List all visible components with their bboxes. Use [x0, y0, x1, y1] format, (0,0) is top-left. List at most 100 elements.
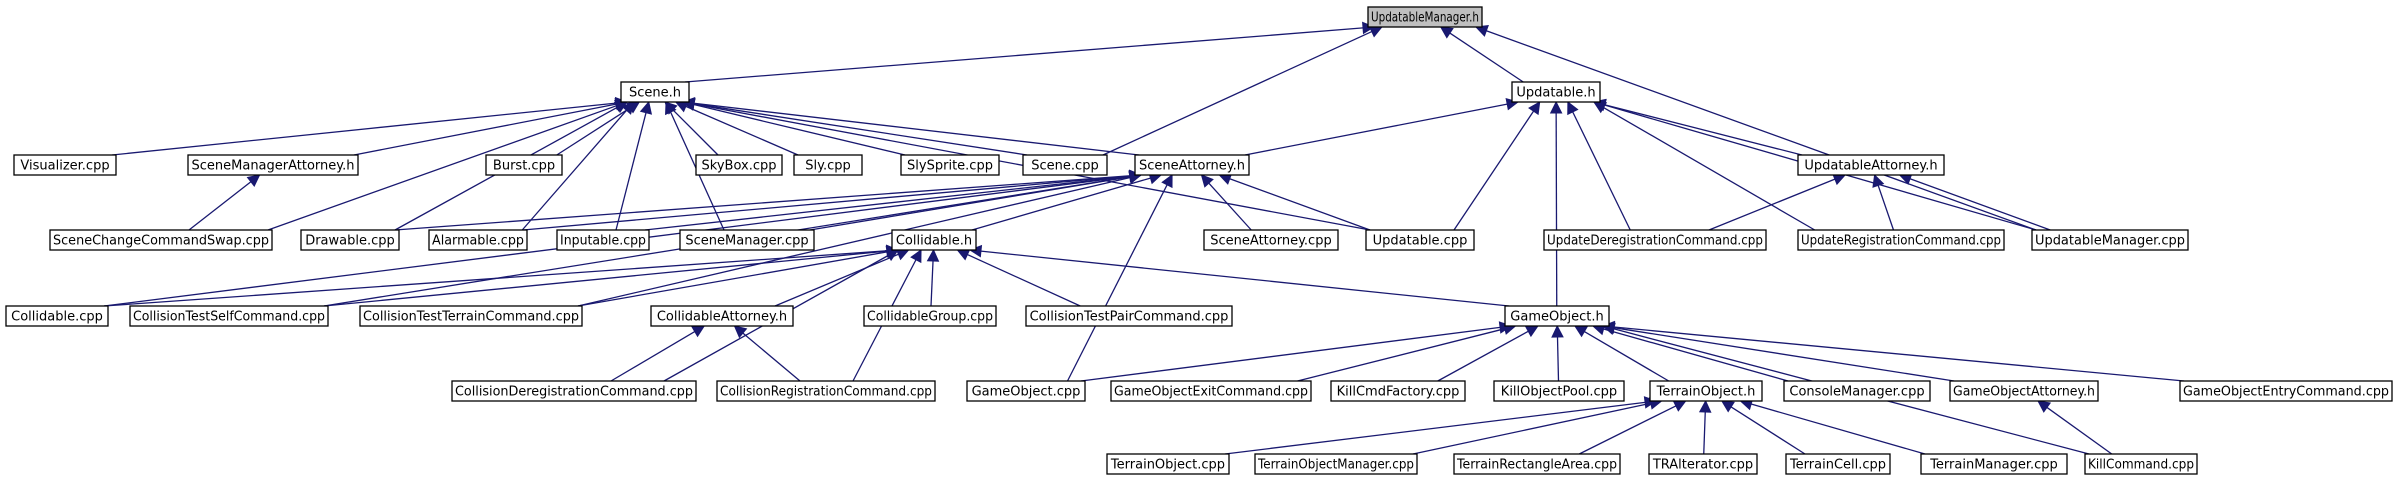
node-box	[1511, 81, 1601, 103]
node-ua-h[interactable]: UpdatableAttorney.h	[1797, 154, 1945, 176]
node-box	[793, 154, 863, 176]
node-drawable[interactable]: Drawable.cpp	[300, 229, 400, 251]
edge-kop-to-go_h	[1556, 336, 1560, 382]
node-tra[interactable]: TerrainRectangleArea.cpp	[1453, 453, 1621, 475]
node-label: Collidable.cpp	[11, 310, 103, 325]
node-box	[2179, 380, 2393, 402]
node-killcmd[interactable]: KillCommand.cpp	[2084, 453, 2198, 475]
node-ctpc[interactable]: CollisionTestPairCommand.cpp	[1025, 305, 1233, 327]
node-box	[1504, 305, 1610, 327]
node-goec[interactable]: GameObjectExitCommand.cpp	[1110, 380, 1312, 402]
edge-cdc-to-ca_h	[610, 331, 696, 382]
node-burst[interactable]: Burst.cpp	[485, 154, 563, 176]
node-cg[interactable]: CollidableGroup.cpp	[863, 305, 997, 327]
node-crc[interactable]: CollisionRegistrationCommand.cpp	[716, 380, 936, 402]
edge-visualizer-to-scene_h	[111, 102, 617, 156]
node-scenemgr[interactable]: SceneManager.cpp	[679, 229, 815, 251]
node-label: UpdatableManager.cpp	[2035, 234, 2185, 249]
node-sa-cpp[interactable]: SceneAttorney.cpp	[1203, 229, 1339, 251]
node-scs[interactable]: SceneChangeCommandSwap.cpp	[49, 229, 273, 251]
node-cttc[interactable]: CollisionTestTerrainCommand.cpp	[359, 305, 583, 327]
arrowhead-to_h-to-go_h	[1573, 325, 1588, 338]
node-goentry[interactable]: GameObjectEntryCommand.cpp	[2179, 380, 2393, 402]
arrowhead-scene_cpp-to-um_h	[1368, 26, 1383, 38]
node-go-cpp[interactable]: GameObject.cpp	[966, 380, 1086, 402]
node-box	[1649, 380, 1763, 402]
node-box	[650, 305, 794, 327]
node-slysprite[interactable]: SlySprite.cpp	[900, 154, 1000, 176]
node-label: TerrainManager.cpp	[1929, 458, 2058, 473]
node-collidable-cpp[interactable]: Collidable.cpp	[5, 305, 109, 327]
edge-kcf-to-go_h	[1437, 330, 1529, 382]
node-label: Drawable.cpp	[305, 234, 395, 249]
edge-go_h-to-updatable_h	[1555, 112, 1558, 307]
node-scene-h[interactable]: Scene.h	[620, 81, 690, 103]
node-box	[679, 229, 815, 251]
node-box	[1106, 453, 1230, 475]
node-label: SceneAttorney.h	[1139, 159, 1245, 174]
node-kop[interactable]: KillObjectPool.cpp	[1493, 380, 1625, 402]
arrowhead-cg-to-collidable_h	[926, 248, 940, 262]
arrowhead-updatable_cpp-to-updatable_h	[1528, 101, 1541, 116]
edge-ctpc-to-collidable_h	[967, 253, 1081, 307]
node-label: CollisionDeregistrationCommand.cpp	[455, 385, 693, 400]
node-udc[interactable]: UpdateDeregistrationCommand.cpp	[1543, 229, 1767, 251]
node-scene-cpp[interactable]: Scene.cpp	[1022, 154, 1108, 176]
edge-scene_h-to-um_h	[684, 27, 1364, 83]
edge-updatable_cpp-to-sa_h	[1229, 178, 1371, 231]
node-label: Updatable.cpp	[1373, 234, 1468, 249]
node-ca-h[interactable]: CollidableAttorney.h	[650, 305, 794, 327]
node-box	[428, 229, 528, 251]
node-sly[interactable]: Sly.cpp	[793, 154, 863, 176]
node-urc[interactable]: UpdateRegistrationCommand.cpp	[1797, 229, 2005, 251]
node-inputable[interactable]: Inputable.cpp	[556, 229, 650, 251]
node-box	[300, 229, 400, 251]
arrowhead-alarmable-to-scene_h	[621, 101, 635, 115]
node-updatable-cpp[interactable]: Updatable.cpp	[1365, 229, 1475, 251]
arrowhead-tralt-to-to_h	[1698, 399, 1712, 413]
edge-udc-to-updatable_h	[1572, 111, 1631, 231]
node-box	[187, 154, 359, 176]
node-label: CollisionRegistrationCommand.cpp	[720, 385, 932, 400]
node-box	[1453, 453, 1621, 475]
node-go-h[interactable]: GameObject.h	[1504, 305, 1610, 327]
node-sa-h[interactable]: SceneAttorney.h	[1134, 154, 1250, 176]
node-tom[interactable]: TerrainObjectManager.cpp	[1254, 453, 1418, 475]
node-um-h[interactable]: UpdatableManager.h	[1367, 6, 1483, 28]
node-label: TerrainObject.h	[1656, 385, 1756, 400]
node-cm[interactable]: ConsoleManager.cpp	[1783, 380, 1931, 402]
node-box	[1493, 380, 1625, 402]
node-box	[359, 305, 583, 327]
edge-inputable-to-sa_h	[644, 175, 1131, 231]
node-label: TerrainObject.cpp	[1110, 458, 1225, 473]
node-collidable-h[interactable]: Collidable.h	[891, 229, 977, 251]
edge-sa_h-to-scene_h	[693, 102, 1140, 156]
node-visualizer[interactable]: Visualizer.cpp	[13, 154, 117, 176]
node-updatable-h[interactable]: Updatable.h	[1511, 81, 1601, 103]
arrowhead-killcmd-to-goa_h	[2037, 400, 2052, 413]
node-alarmable[interactable]: Alarmable.cpp	[428, 229, 528, 251]
edge-updatable_h-to-um_h	[1449, 32, 1524, 83]
node-goa-h[interactable]: GameObjectAttorney.h	[1949, 380, 2099, 402]
node-tralt[interactable]: TRAlterator.cpp	[1648, 453, 1758, 475]
node-kcf[interactable]: KillCmdFactory.cpp	[1330, 380, 1466, 402]
node-label: KillObjectPool.cpp	[1501, 385, 1617, 400]
node-label: Visualizer.cpp	[20, 159, 109, 174]
node-ctsc[interactable]: CollisionTestSelfCommand.cpp	[129, 305, 329, 327]
node-box	[1797, 154, 1945, 176]
node-um-cpp[interactable]: UpdatableManager.cpp	[2031, 229, 2189, 251]
node-box	[1648, 453, 1758, 475]
node-to-cpp[interactable]: TerrainObject.cpp	[1106, 453, 1230, 475]
node-label: SceneAttorney.cpp	[1210, 234, 1331, 249]
node-sma-h[interactable]: SceneManagerAttorney.h	[187, 154, 359, 176]
node-box	[2084, 453, 2198, 475]
node-label: TRAlterator.cpp	[1652, 458, 1753, 473]
node-tmgr[interactable]: TerrainManager.cpp	[1920, 453, 2068, 475]
node-to-h[interactable]: TerrainObject.h	[1649, 380, 1763, 402]
node-box	[1022, 154, 1108, 176]
node-skybox[interactable]: SkyBox.cpp	[695, 154, 783, 176]
node-box	[556, 229, 650, 251]
node-cdc[interactable]: CollisionDeregistrationCommand.cpp	[451, 380, 697, 402]
node-tcell[interactable]: TerrainCell.cpp	[1785, 453, 1891, 475]
